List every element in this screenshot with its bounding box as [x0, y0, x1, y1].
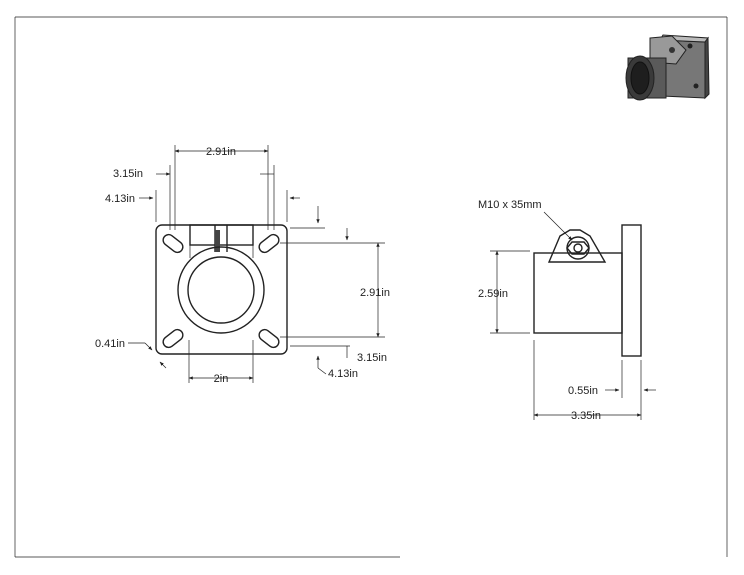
- dim-hole-spacing-right: 2.91in: [360, 287, 390, 299]
- isometric-view: [625, 34, 710, 101]
- flange-plate: [621, 224, 642, 357]
- dim-flange-thickness: 0.55in: [568, 385, 598, 397]
- dim-right-width: 4.13in: [328, 368, 358, 380]
- dim-overall-length: 3.35in: [571, 410, 601, 422]
- front-view: [155, 224, 288, 355]
- mounting-slot-bottom-left: [162, 328, 184, 349]
- sheet-border: [14, 16, 728, 558]
- bolt-hex: [566, 241, 590, 255]
- dim-tube-height: 2.59in: [478, 288, 508, 300]
- dim-hole-spacing-top: 2.91in: [206, 146, 236, 158]
- bore-outer: [177, 246, 265, 334]
- bore-inner: [187, 256, 255, 324]
- clamp-bolt: [215, 230, 220, 252]
- bolt-head-outer: [566, 236, 590, 260]
- dim-slot-width: 0.41in: [95, 338, 125, 350]
- mounting-slot-top-left: [162, 233, 184, 254]
- mounting-slot-top-right: [258, 233, 280, 254]
- bolt-center: [573, 243, 583, 253]
- dim-bore: 2in: [214, 373, 229, 385]
- mounting-slot-bottom-right: [258, 328, 280, 349]
- side-view: [533, 224, 642, 357]
- bolt-callout: M10 x 35mm: [478, 199, 542, 211]
- tube-body: [533, 252, 623, 334]
- front-view-dimensions: 2.91in 3.15in 4.13in 2.91in 3.15in 4.13i…: [95, 145, 390, 385]
- side-view-dimensions: M10 x 35mm 2.59in 0.55in 3.35in: [478, 199, 656, 422]
- clamp-ear: [547, 229, 607, 263]
- dim-left-width: 4.13in: [105, 193, 135, 205]
- dim-right-outer: 3.15in: [357, 352, 387, 364]
- dim-left-outer: 3.15in: [113, 168, 143, 180]
- clamp-block: [189, 224, 254, 246]
